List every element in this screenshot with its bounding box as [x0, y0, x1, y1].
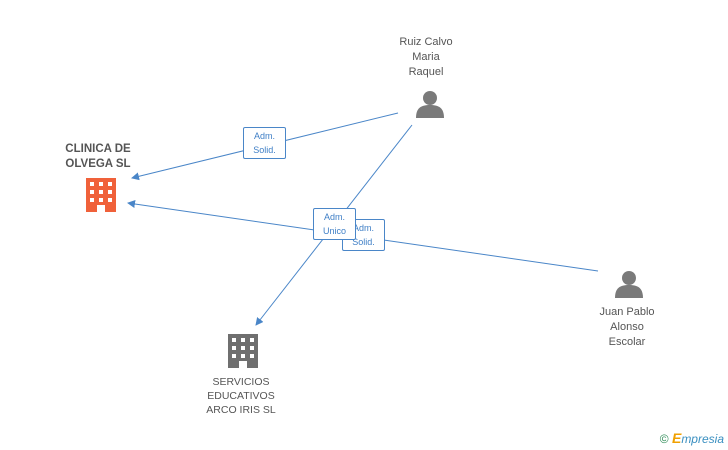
badge-line-role: Adm.	[352, 223, 374, 233]
badge-line-role: Adm.	[253, 131, 275, 141]
badge-line-type: Solid.	[352, 237, 375, 247]
relation-badge-ruiz-servicios: Adm. Unico	[313, 208, 356, 240]
empresia-watermark: © Empresia	[660, 430, 724, 446]
person-label-juan[interactable]: Juan Pablo Alonso Escolar	[599, 306, 655, 348]
brand-name: mpresia	[681, 432, 724, 446]
company-label-servicios[interactable]: SERVICIOS EDUCATIVOS ARCO IRIS SL	[206, 376, 276, 416]
person-label-ruiz[interactable]: Ruiz Calvo Maria Raquel	[399, 36, 453, 78]
badge-line-type: Unico	[322, 226, 346, 236]
badge-line-role: Adm.	[323, 212, 345, 222]
badge-line-type: Solid.	[253, 145, 276, 155]
building-icon-clinica[interactable]	[86, 178, 116, 212]
company-label-clinica[interactable]: CLINICA DE OLVEGA SL	[65, 143, 131, 170]
relation-badge-ruiz-clinica: Adm. Solid.	[243, 127, 286, 159]
copyright-symbol: ©	[659, 432, 669, 446]
person-icon-juan[interactable]	[615, 271, 643, 298]
building-icon-servicios[interactable]	[228, 334, 258, 368]
person-icon-ruiz[interactable]	[416, 91, 444, 118]
brand-initial: E	[671, 430, 682, 446]
